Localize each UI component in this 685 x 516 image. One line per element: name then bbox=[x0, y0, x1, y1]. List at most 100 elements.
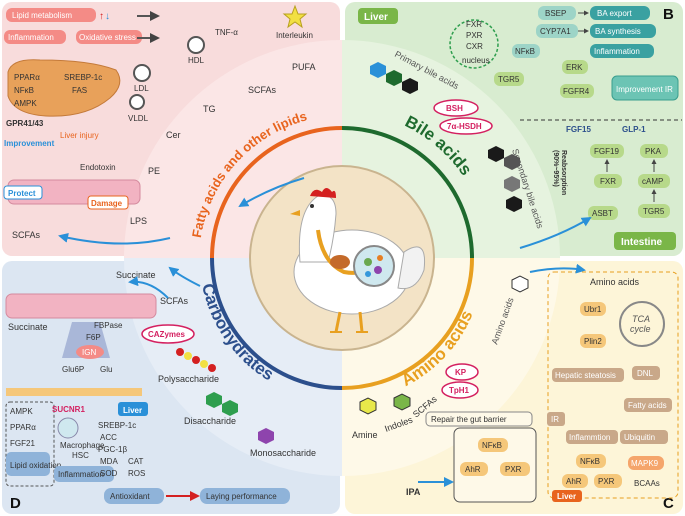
box-fgf19 bbox=[590, 144, 624, 158]
arrow-center-c bbox=[529, 263, 586, 274]
box-fatty-acids bbox=[624, 398, 672, 412]
label-dnl: DNL bbox=[637, 369, 654, 378]
label-cat: CAT bbox=[128, 457, 144, 466]
label-f6p: F6P bbox=[86, 333, 101, 342]
label-succinate-top: Succinate bbox=[116, 270, 156, 280]
monosaccharide-molecule bbox=[258, 428, 274, 444]
panel-label-d: D bbox=[10, 495, 21, 512]
box-fgfr4 bbox=[560, 84, 594, 98]
macrophage-icon bbox=[57, 417, 79, 439]
tca-cycle-icon bbox=[619, 301, 665, 347]
label-pxr: PXR bbox=[466, 31, 483, 40]
label-succinate-left: Succinate bbox=[8, 322, 48, 332]
label-srebp-d: SREBP-1c bbox=[98, 421, 136, 430]
box-oxidative-stress bbox=[76, 30, 142, 44]
label-glu: Glu bbox=[100, 365, 112, 374]
box-protect bbox=[3, 185, 43, 200]
label-fgf21: FGF21 bbox=[10, 439, 35, 448]
pathway-box-left bbox=[5, 401, 55, 487]
label-cazymes: CAZymes bbox=[148, 330, 185, 339]
label-protect: Protect bbox=[8, 189, 36, 198]
label-fgfr4: FGFR4 bbox=[563, 87, 590, 96]
label-tgr5-b: TGR5 bbox=[498, 75, 520, 84]
oval-kp bbox=[445, 363, 479, 381]
label-gpr: GPR41/43 bbox=[6, 119, 44, 128]
label-ahr-c: AhR bbox=[465, 465, 481, 474]
box-nfkb-c bbox=[478, 438, 508, 452]
panel-label-c: C bbox=[663, 495, 674, 512]
box-liver-c bbox=[552, 490, 582, 502]
label-amino-acids-c: Amino acids bbox=[590, 277, 640, 287]
label-camp: cAMP bbox=[642, 177, 663, 186]
label-inflammation-b: Inflammation bbox=[594, 47, 640, 56]
arrow-down-icon: ↓ bbox=[105, 11, 110, 22]
box-ir bbox=[547, 412, 565, 426]
label-srebp: SREBP-1c bbox=[64, 73, 102, 82]
box-ba-export bbox=[590, 6, 650, 20]
label-endotoxin: Endotoxin bbox=[80, 163, 116, 172]
label-antioxidant: Antioxidant bbox=[110, 492, 150, 501]
gut-cell-icon bbox=[453, 427, 537, 503]
box-mapk9 bbox=[628, 456, 664, 470]
box-plin2 bbox=[580, 334, 606, 348]
label-ros: ROS bbox=[128, 469, 145, 478]
membrane-icon bbox=[6, 388, 142, 396]
arrow-scfas-to-gut bbox=[58, 232, 171, 245]
arrow-center-b bbox=[519, 216, 592, 249]
box-pka bbox=[640, 144, 668, 158]
label-liver-injury: Liver injury bbox=[60, 131, 99, 140]
arrow-scfas-d bbox=[128, 276, 169, 299]
label-reabsorption-pct: (90%~95%) bbox=[552, 150, 559, 187]
label-ampk: AMPK bbox=[14, 99, 37, 108]
box-repair-gut bbox=[425, 411, 533, 427]
liver-box-c bbox=[547, 271, 679, 499]
box-improvement-ir bbox=[611, 75, 679, 101]
intestine-wall-d bbox=[5, 293, 157, 319]
box-asbt bbox=[588, 206, 618, 220]
ring-arc-fatty bbox=[210, 126, 343, 259]
label-oxidative-stress: Oxidative stress bbox=[79, 33, 136, 42]
label-asbt: ASBT bbox=[592, 209, 613, 218]
secondary-bile-acid-molecule bbox=[488, 146, 504, 162]
box-nfkb-b bbox=[512, 44, 540, 58]
box-pxr-liver bbox=[594, 474, 622, 488]
label-ubr1: Ubr1 bbox=[584, 305, 602, 314]
label-pka: PKA bbox=[645, 147, 662, 156]
label-ba-export: BA export bbox=[597, 9, 632, 18]
oval-bsh bbox=[433, 99, 479, 117]
amino-acid-molecule bbox=[511, 275, 529, 293]
label-scfas-d: SCFAs bbox=[160, 296, 189, 306]
box-inflammation bbox=[4, 30, 66, 44]
box-camp bbox=[638, 174, 670, 188]
box-lipid-metabolism bbox=[6, 8, 96, 22]
label-ppara: PPARα bbox=[14, 73, 40, 82]
panel-b: Liver FXR PXR CXR nucleus BSEP CYP7A1 BA… bbox=[358, 6, 682, 250]
label-scfas-left: SCFAs bbox=[12, 230, 41, 240]
box-ba-synthesis bbox=[590, 24, 656, 38]
label-pgc: PGC-1β bbox=[98, 445, 127, 454]
label-liver-b: Liver bbox=[364, 12, 388, 23]
label-intestine: Intestine bbox=[621, 237, 663, 248]
label-hsc: HSC bbox=[72, 451, 89, 460]
label-pxr-liver: PXR bbox=[598, 477, 615, 486]
panel-c: Amino acids Ubr1 Plin2 TCA cycle DNL Hep… bbox=[352, 271, 679, 503]
box-bsep bbox=[538, 6, 576, 20]
label-kp: KP bbox=[455, 368, 467, 377]
box-hepatic-steatosis bbox=[552, 368, 624, 382]
nucleus-circle bbox=[449, 19, 499, 69]
box-dnl bbox=[632, 366, 660, 380]
label-pe: PE bbox=[148, 166, 160, 176]
ring-arc-carb bbox=[210, 257, 343, 390]
box-intestine bbox=[614, 232, 676, 250]
label-liver-c: Liver bbox=[557, 492, 576, 501]
label-interleukin: Interleukin bbox=[276, 31, 313, 40]
polysaccharide-chain bbox=[176, 348, 184, 356]
vldl-particle-icon bbox=[129, 94, 145, 110]
label-sucnr1: SUCNR1 bbox=[52, 405, 85, 414]
label-liver-d: Liver bbox=[123, 406, 142, 415]
arrow-up-icon: ↑ bbox=[99, 11, 104, 22]
box-inflammation-d bbox=[54, 466, 114, 482]
box-inflammtion bbox=[566, 430, 618, 444]
